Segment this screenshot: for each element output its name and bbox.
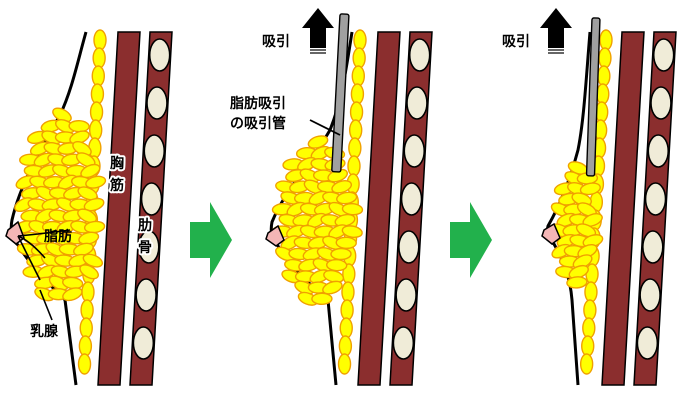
cannula-label-line1: 脂肪吸引 xyxy=(229,95,286,112)
mammary-gland-label: 乳腺 xyxy=(30,323,59,340)
label-pointer xyxy=(309,119,341,136)
fat-tissue xyxy=(11,29,108,375)
fat-globule xyxy=(81,281,95,303)
fat-globule xyxy=(88,137,102,159)
fat-globule xyxy=(337,353,352,375)
fat-globule xyxy=(351,65,365,87)
rib-bone xyxy=(398,230,420,264)
fat-globule xyxy=(335,236,358,250)
rib-bone xyxy=(650,86,672,120)
fat-label: 脂肪 xyxy=(43,228,72,245)
rib-bone xyxy=(652,38,675,72)
chest-muscle-label-1: 胸 xyxy=(110,155,124,172)
fat-globule xyxy=(352,47,366,69)
rib-bone xyxy=(143,134,166,168)
fat-globule xyxy=(92,47,106,69)
nipple xyxy=(541,222,561,245)
fat-globule xyxy=(91,65,105,87)
fat-tissue xyxy=(547,29,613,375)
suction-label: 吸引 xyxy=(262,34,290,50)
right-arrow-icon xyxy=(190,202,232,278)
panel-after xyxy=(540,8,677,386)
fat-globule xyxy=(584,281,598,303)
suction-label: 吸引 xyxy=(502,34,530,50)
rib-bone xyxy=(639,278,661,312)
fat-globule xyxy=(338,335,353,357)
fat-globule xyxy=(347,155,361,177)
cannula-label-line2: の吸引管 xyxy=(230,115,286,132)
fat-globule xyxy=(582,317,596,339)
fat-globule xyxy=(348,137,362,159)
right-arrow-icon xyxy=(450,202,492,278)
fat-globule xyxy=(596,83,610,105)
chest-muscle xyxy=(97,31,141,386)
rib-bone xyxy=(647,134,670,168)
chest-muscle xyxy=(601,31,645,386)
fat-globule xyxy=(89,119,103,141)
mammary-gland xyxy=(17,229,71,321)
fat-globule xyxy=(581,335,595,357)
up-arrow-icon xyxy=(540,8,572,54)
fat-globule xyxy=(340,299,354,321)
fat-globule xyxy=(597,65,611,87)
fat-globule xyxy=(90,83,105,105)
panel-during xyxy=(265,8,433,386)
rib-bone xyxy=(146,86,168,120)
rib-bone xyxy=(392,326,415,360)
rib-bone xyxy=(403,134,426,168)
rib-bone xyxy=(406,86,428,120)
fat-tissue xyxy=(271,29,367,375)
fat-globule xyxy=(341,281,355,303)
rib-bone xyxy=(140,182,163,216)
fat-globule xyxy=(330,247,352,261)
chest-muscle xyxy=(357,31,401,386)
suction-cannula xyxy=(585,17,601,177)
fat-globule xyxy=(93,29,107,51)
fat-globule xyxy=(353,29,367,51)
rib-bone xyxy=(135,278,157,312)
fat-globule xyxy=(80,299,94,321)
fat-globule xyxy=(579,353,594,375)
rib-label-1: 肋 xyxy=(138,218,152,234)
suction-cannula xyxy=(331,13,350,173)
rib-bone xyxy=(395,278,417,312)
fat-globule xyxy=(325,258,348,272)
fat-globule xyxy=(583,299,597,321)
fat-globule xyxy=(598,47,612,69)
rib-bone xyxy=(148,38,171,72)
panel-before xyxy=(5,29,173,386)
up-arrow-icon xyxy=(302,8,334,54)
fat-globule xyxy=(78,335,93,357)
fat-globule xyxy=(349,101,364,123)
rib-bone xyxy=(642,230,664,264)
rib-bone xyxy=(400,182,423,216)
fat-globule xyxy=(599,29,613,51)
rib-label-2: 骨 xyxy=(138,239,152,256)
rib-bone xyxy=(636,326,659,360)
rib-bone xyxy=(132,326,155,360)
fat-globule xyxy=(77,353,92,375)
fat-globule xyxy=(89,101,104,123)
rib-bone xyxy=(644,182,667,216)
fat-globule xyxy=(68,119,91,133)
fat-globule xyxy=(79,317,93,339)
chest-muscle-label-2: 筋 xyxy=(110,177,124,194)
fat-globule xyxy=(311,292,333,306)
nipple xyxy=(265,224,285,247)
fat-globule xyxy=(339,317,353,339)
fat-globule xyxy=(349,119,363,141)
fat-globule xyxy=(350,83,365,105)
rib-bone xyxy=(408,38,431,72)
